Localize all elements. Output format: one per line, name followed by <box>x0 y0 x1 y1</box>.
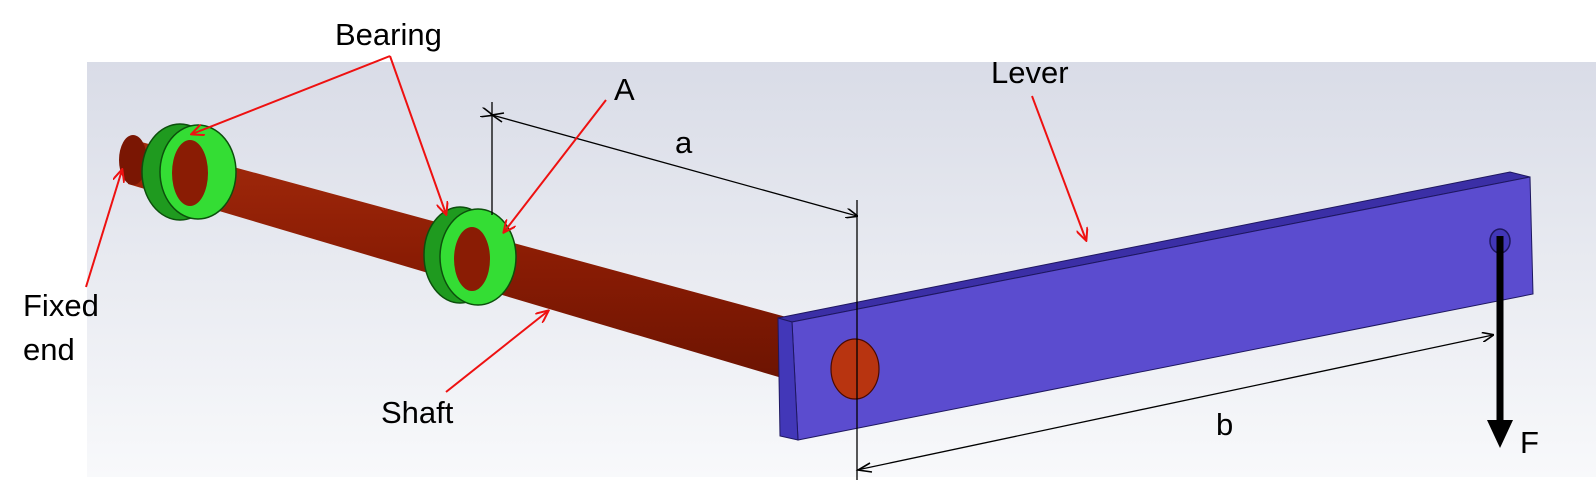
leader-bearing-left <box>192 55 391 134</box>
label-lever: Lever <box>991 55 1069 90</box>
force-arrow <box>1487 236 1513 448</box>
label-dimension-b: b <box>1216 407 1233 442</box>
bearing-left <box>141 123 237 221</box>
label-force: F <box>1520 425 1539 460</box>
leader-lever <box>1031 95 1086 240</box>
label-fixed-end-line2: end <box>23 332 75 367</box>
lever <box>777 171 1534 441</box>
leader-fixed-end <box>85 170 122 288</box>
bearing-right <box>423 206 517 306</box>
label-bearing: Bearing <box>335 17 442 52</box>
label-point-a: A <box>614 72 635 107</box>
leader-lines <box>85 55 1086 393</box>
label-shaft: Shaft <box>381 395 454 430</box>
label-dimension-a: a <box>675 125 693 160</box>
lever-end-face <box>777 317 799 441</box>
shaft-end-face <box>830 338 880 400</box>
leader-shaft <box>445 311 548 393</box>
leader-bearing-right <box>389 55 446 214</box>
fixed-end-cap <box>119 135 147 185</box>
label-fixed-end-line1: Fixed <box>23 288 99 323</box>
leader-point-a <box>504 99 607 232</box>
dimension-b <box>855 335 1493 473</box>
dimension-a <box>492 102 857 480</box>
